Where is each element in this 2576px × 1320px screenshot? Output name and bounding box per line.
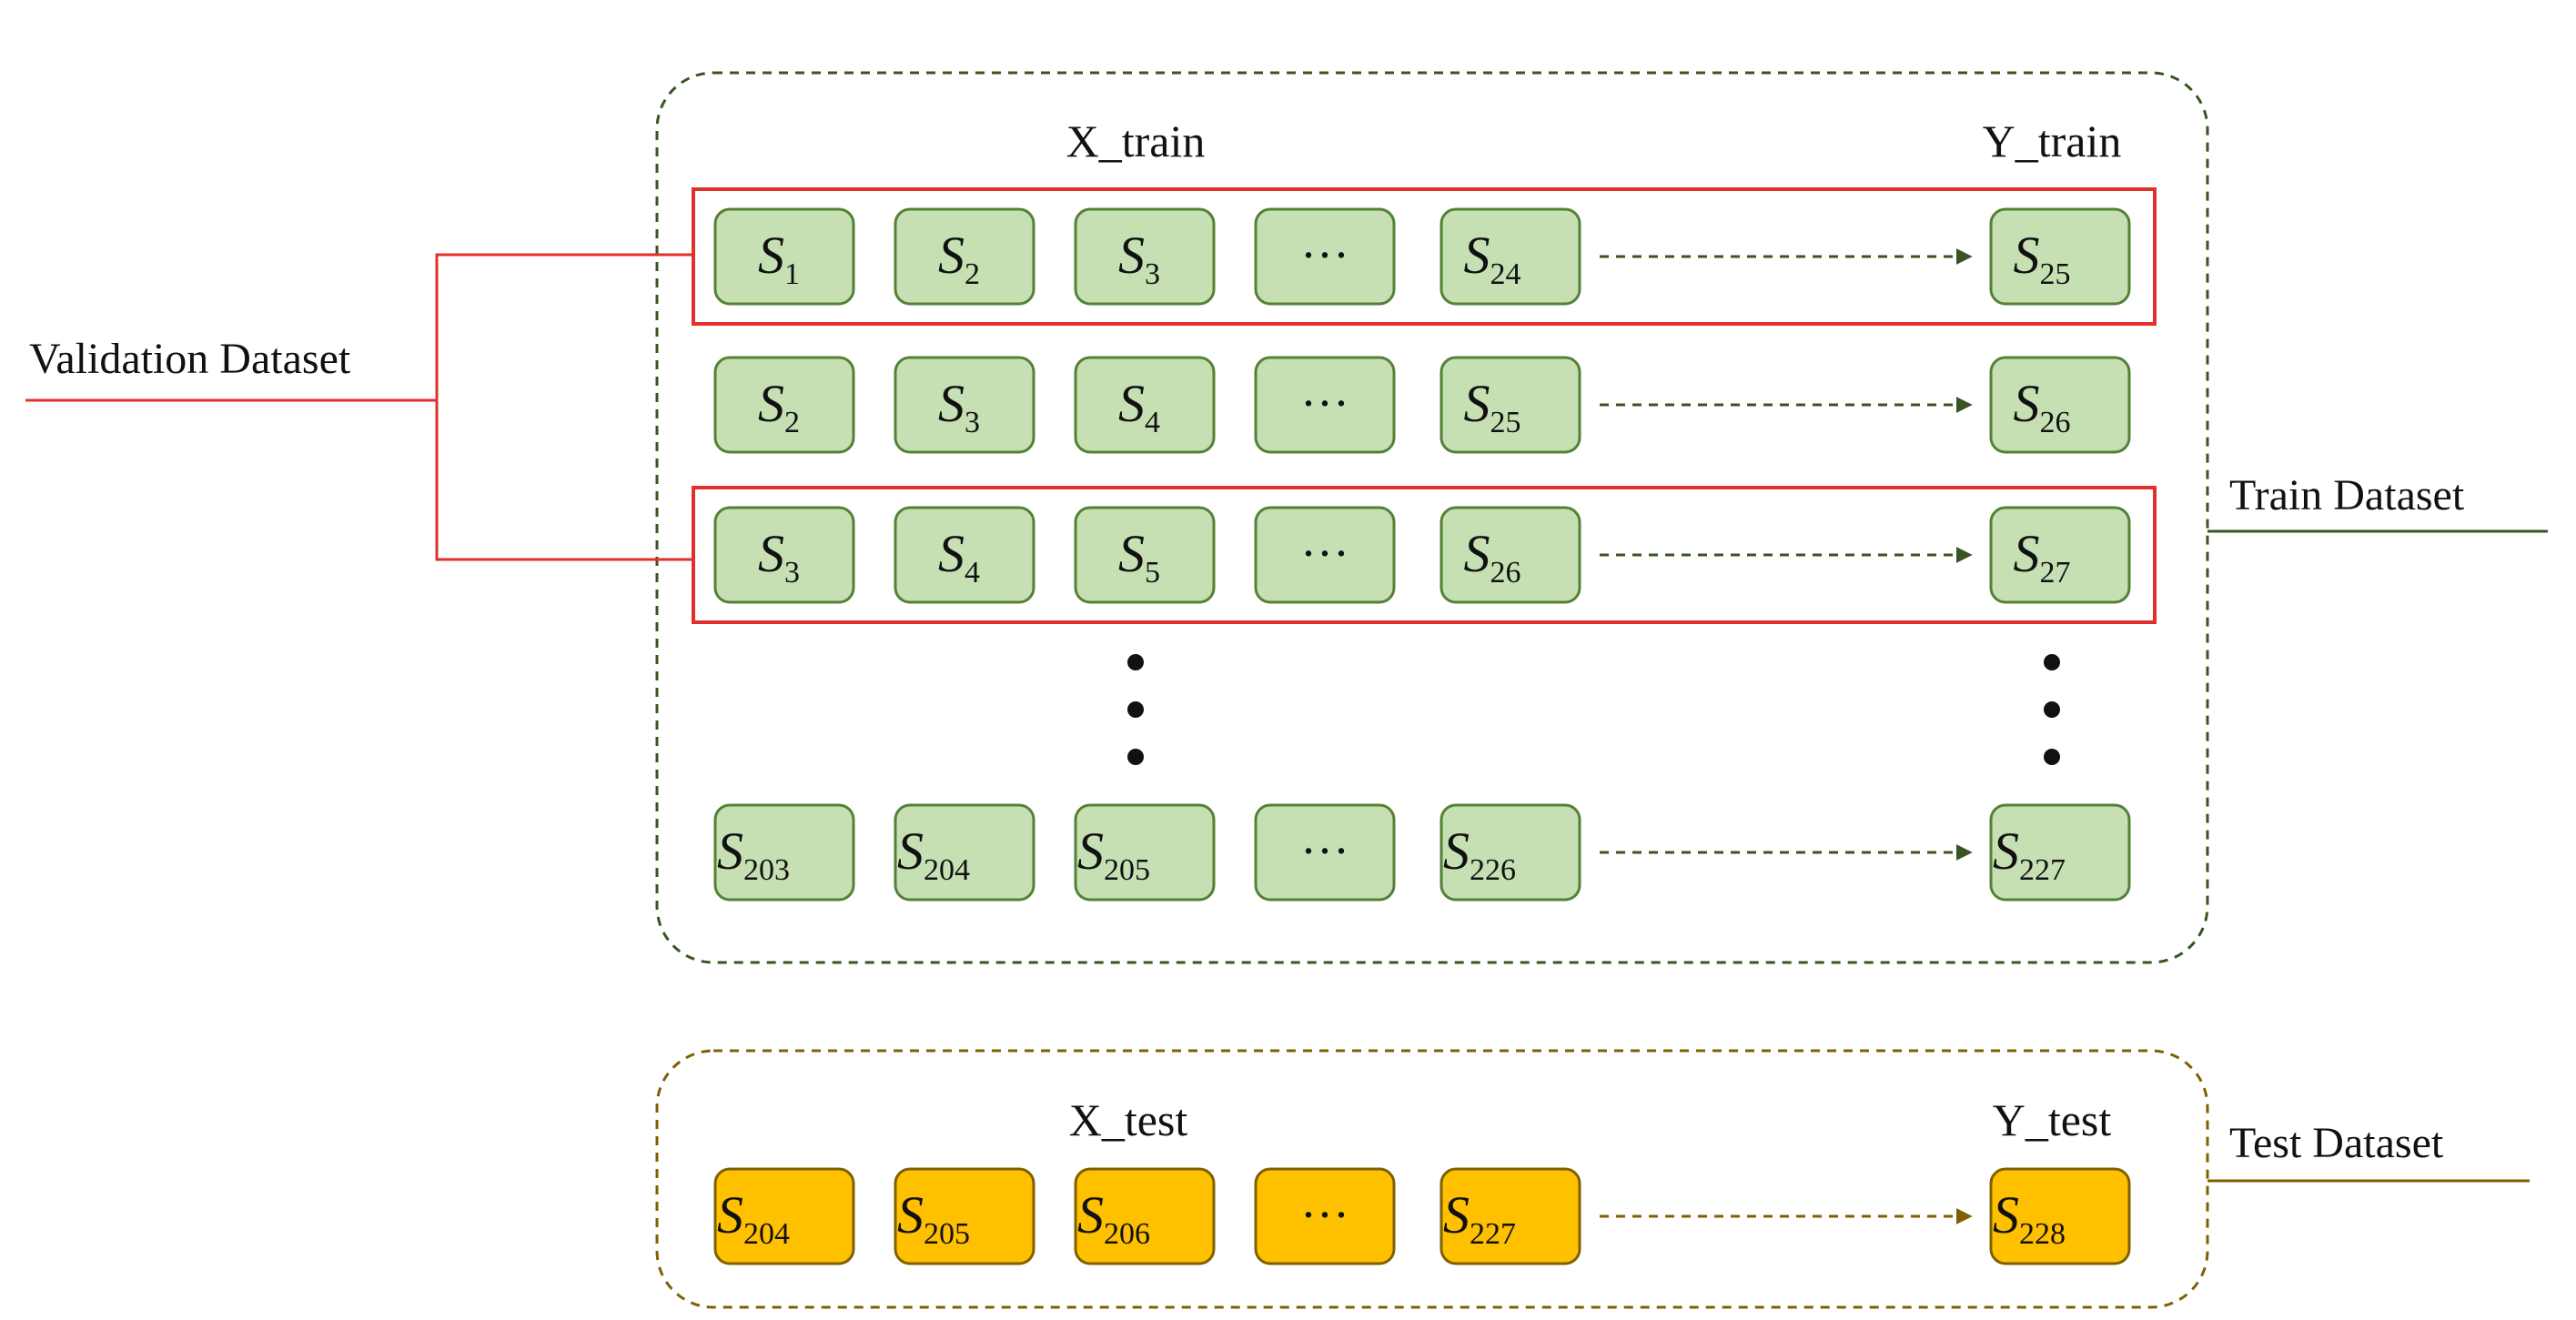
- train-sample-label: S2: [938, 226, 980, 291]
- train-sample-box: [1074, 803, 1216, 902]
- y-train-header: Y_train: [1983, 116, 2122, 166]
- validation-dataset-label: Validation Dataset: [29, 335, 351, 383]
- test-sample-box: [894, 1167, 1035, 1265]
- validation-highlight-box: [692, 187, 2157, 326]
- test-sample-box: [1074, 1167, 1216, 1265]
- train-target-box: [1989, 506, 2131, 604]
- train-sample-box: [1440, 356, 1581, 454]
- train-sample-box: [894, 207, 1035, 306]
- train-sample-box: [713, 207, 855, 306]
- train-sample-box: [1074, 506, 1216, 604]
- train-sample-box: [713, 356, 855, 454]
- test-target-box: [1989, 1167, 2131, 1265]
- train-ellipsis-label: ···: [1300, 526, 1349, 580]
- train-target-box: [1989, 207, 2131, 306]
- train-dataset-container: [655, 71, 2209, 964]
- train-ellipsis-box: [1254, 356, 1396, 454]
- test-sample-box: [1440, 1167, 1581, 1265]
- train-sample-box: [1440, 207, 1581, 306]
- train-ellipsis-box: [1254, 207, 1396, 306]
- train-sample-label: S3: [938, 374, 980, 439]
- x-test-header: X_test: [1069, 1094, 1188, 1145]
- y-test-header: Y_test: [1993, 1094, 2112, 1145]
- train-sample-box: [1440, 803, 1581, 902]
- train-sample-box: [1440, 506, 1581, 604]
- validation-highlight-box: [692, 486, 2157, 624]
- test-sample-label: S205: [897, 1185, 970, 1251]
- test-dataset-container: [655, 1049, 2209, 1309]
- train-sample-box: [713, 803, 855, 902]
- validation-bracket: [435, 253, 693, 561]
- train-sample-box: [894, 356, 1035, 454]
- train-ellipsis-label: ···: [1300, 823, 1349, 878]
- train-target-box: [1989, 356, 2131, 454]
- train-sample-box: [894, 803, 1035, 902]
- train-sample-label: S3: [758, 524, 800, 589]
- train-sample-box: [894, 506, 1035, 604]
- train-ellipsis-box: [1254, 506, 1396, 604]
- train-sample-box: [1074, 207, 1216, 306]
- x-train-header: X_train: [1066, 116, 1206, 166]
- test-sample-box: [713, 1167, 855, 1265]
- vertical-ellipsis-x: [1127, 654, 1144, 765]
- train-ellipsis-label: ···: [1300, 227, 1349, 282]
- test-ellipsis-label: ···: [1300, 1187, 1349, 1242]
- test-dataset-label: Test Dataset: [2229, 1119, 2444, 1167]
- test-ellipsis-box: [1254, 1167, 1396, 1265]
- train-sample-box: [1074, 356, 1216, 454]
- train-target-box: [1989, 803, 2131, 902]
- train-ellipsis-label: ···: [1300, 376, 1349, 430]
- train-sample-box: [713, 506, 855, 604]
- vertical-ellipsis-y: [2044, 654, 2060, 765]
- train-dataset-label: Train Dataset: [2229, 471, 2465, 519]
- train-ellipsis-box: [1254, 803, 1396, 902]
